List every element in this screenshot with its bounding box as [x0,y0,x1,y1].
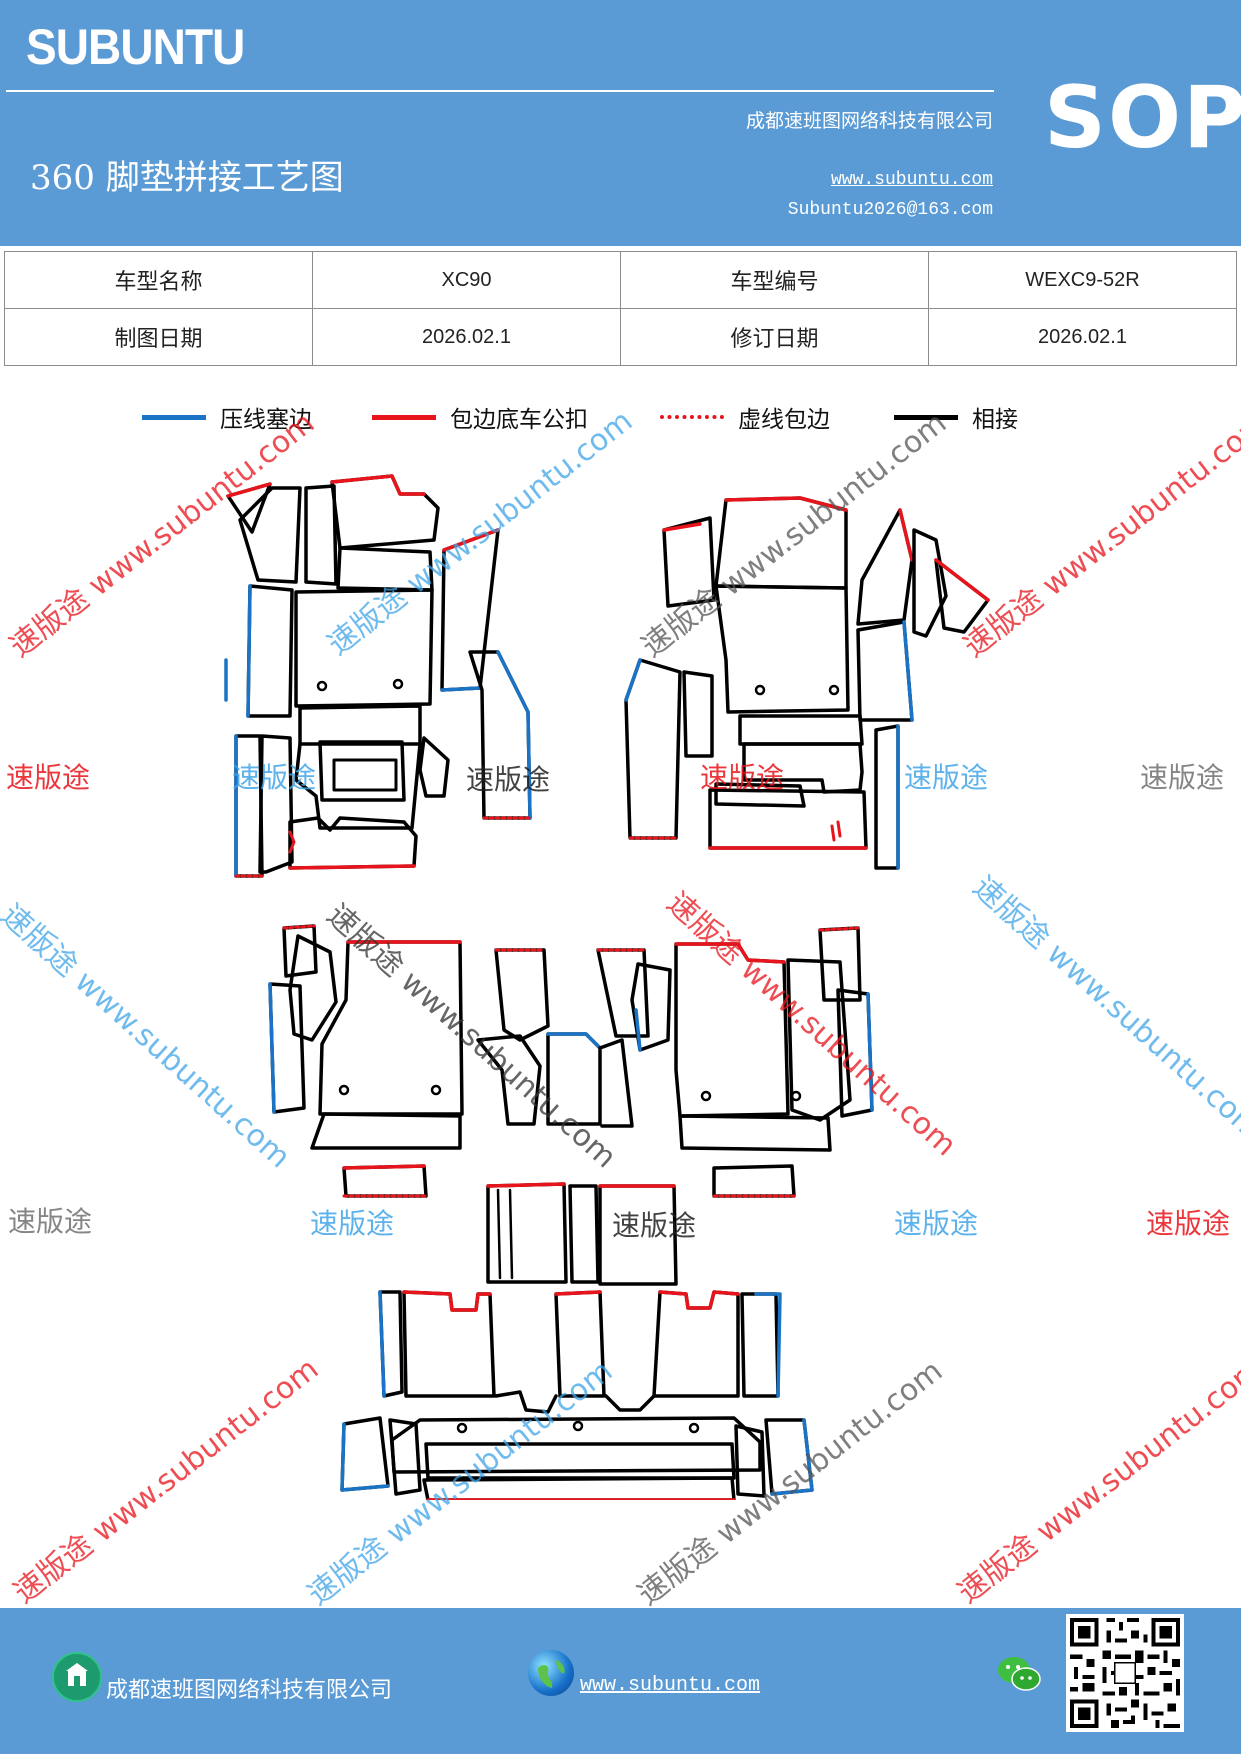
table-row: 车型名称 XC90 车型编号 WEXC9-52R [4,251,1237,309]
legend-label: 压线塞边 [220,407,312,433]
legend-swatch [894,414,958,420]
draw-date-label: 制图日期 [4,308,313,366]
legend-swatch [660,415,724,419]
legend-label: 虚线包边 [738,407,830,433]
legend-item-dotted: 虚线包边 [660,400,830,434]
wechat-icon[interactable] [996,1654,1042,1694]
brand-logo: SUBUNTU [26,19,245,75]
legend-item-blue: 压线塞边 [142,400,312,434]
watermark-text: 速版途 [232,761,317,794]
qr-code-image [1066,1614,1184,1732]
third-row-mat [340,1182,814,1500]
watermark-text: 速版途 [8,1205,93,1238]
footer-company: 成都速班图网络科技有限公司 [106,1678,393,1703]
header-divider [6,90,994,92]
watermark-text: 速版途 [1146,1207,1231,1240]
watermark-text: 速版途 [466,763,551,796]
second-row-center-mat [546,948,650,1128]
revise-date-value: 2026.02.1 [928,308,1237,366]
model-name-value: XC90 [312,251,621,309]
model-code-label: 车型编号 [620,251,929,309]
model-name-label: 车型名称 [4,251,313,309]
website-link[interactable]: www.subuntu.com [830,170,993,190]
legend-item-red: 包边底车公扣 [372,400,588,434]
second-row-left-mat [268,924,550,1198]
info-table: 车型名称 XC90 车型编号 WEXC9-52R 制图日期 2026.02.1 … [4,251,1237,366]
model-code-value: WEXC9-52R [928,251,1237,309]
watermark-text: 速版途 [612,1209,697,1242]
watermark-text: 速版途 [6,761,91,794]
floor-mat-diagram [224,474,990,1500]
watermark-text: 速版途 [894,1207,979,1240]
front-left-mat [224,474,532,878]
front-right-mat [624,496,990,870]
watermark-text: 速版途 [1140,761,1225,794]
legend-label: 包边底车公扣 [450,407,588,433]
legend-swatch [372,414,436,420]
company-icon [52,1652,102,1702]
legend-item-black: 相接 [894,400,1018,434]
company-name: 成都速班图网络科技有限公司 [745,110,993,132]
legend-label: 相接 [972,407,1018,433]
watermark-text: 速版途 [310,1207,395,1240]
legend-swatch [142,414,206,420]
draw-date-value: 2026.02.1 [312,308,621,366]
sop-badge: SOP [1044,68,1241,168]
watermark-text: 速版途 [700,761,785,794]
globe-icon [528,1650,574,1696]
email-address[interactable]: Subuntu2026@163.com [787,200,993,220]
header-banner: SUBUNTU 成都速班图网络科技有限公司 360 脚垫拼接工艺图 www.su… [0,0,1241,246]
watermark-text: 速版途 [904,761,989,794]
legend: 压线塞边 包边底车公扣 虚线包边 相接 [0,400,1241,440]
revise-date-label: 修订日期 [620,308,929,366]
footer-website-link[interactable]: www.subuntu.com [580,1674,761,1697]
second-row-right-mat [630,926,874,1198]
table-row: 制图日期 2026.02.1 修订日期 2026.02.1 [4,308,1237,366]
page-title: 360 脚垫拼接工艺图 [30,158,344,198]
